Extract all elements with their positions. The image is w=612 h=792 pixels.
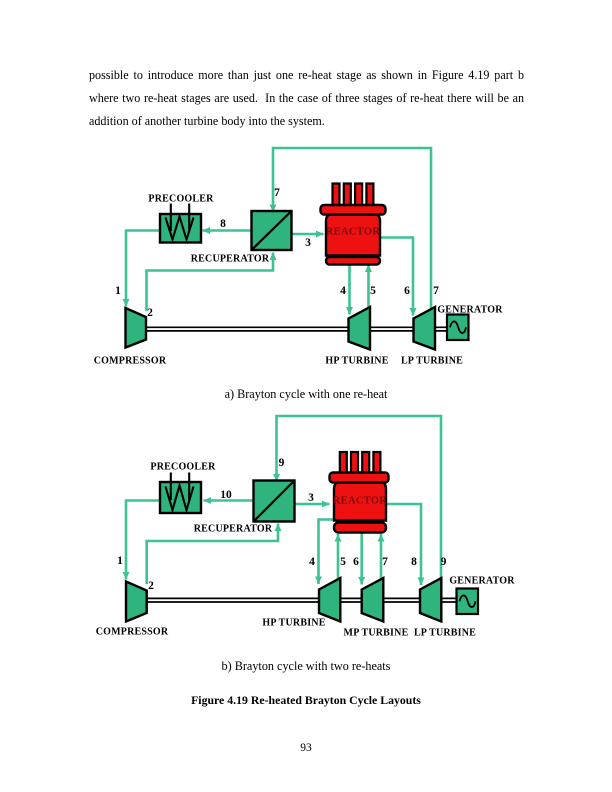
lp-turbine-b-label: LP TURBINE [413, 627, 477, 639]
state-2-a: 2 [147, 307, 153, 319]
diagram-b-graphics [122, 414, 480, 624]
state-10-b: 10 [220, 489, 232, 501]
generator-a-label: GENERATOR [437, 304, 503, 316]
state-7-b: 7 [382, 556, 388, 568]
pipe-precooler-to-compressor-b [122, 499, 161, 580]
hp-turbine-a-shape [347, 304, 372, 352]
state-1-b: 1 [117, 555, 123, 567]
control-rod [338, 450, 348, 476]
state-5-a: 5 [370, 285, 376, 297]
state-9-b-turbine: 9 [440, 556, 447, 568]
state-8-b: 8 [411, 556, 417, 568]
reactor-a [319, 182, 387, 266]
figure-caption: Figure 4.19 Re-heated Brayton Cycle Layo… [191, 693, 421, 707]
paragraph-line: possible to introduce more than just one… [89, 68, 524, 82]
subcaption-b: b) Brayton cycle with two re-heats [221, 659, 391, 673]
reactor-a-label: REACTOR [325, 226, 381, 238]
recuperator-b-diagonal [253, 480, 295, 522]
state-9-b-recuperator: 9 [278, 457, 285, 469]
pipe-precooler-to-compressor-a [122, 229, 161, 307]
reactor-b-bottom-cap [332, 521, 388, 534]
state-7-a-recuperator: 7 [274, 187, 280, 199]
state-1-a: 1 [115, 285, 121, 297]
paragraph-line: where two re-heat stages are used. In th… [89, 91, 524, 106]
state-4-b: 4 [309, 556, 315, 568]
hp-turbine-b-label: HP TURBINE [262, 617, 326, 629]
recuperator-b-label: RECUPERATOR [193, 523, 273, 535]
body-paragraph: possible to introduce more than just one… [89, 64, 524, 134]
reactor-b-label: REACTOR [332, 495, 388, 507]
lp-turbine-a-shape [412, 304, 437, 352]
state-8-a: 8 [220, 218, 226, 230]
pipe-reactor-to-lp-turbine-a [380, 236, 417, 316]
reactor-b [328, 450, 390, 534]
generator-b-label: GENERATOR [449, 575, 515, 587]
mp-turbine-b-label: MP TURBINE [343, 627, 409, 639]
lp-turbine-b-shape [418, 575, 443, 624]
reactor-b-flange [328, 471, 390, 484]
compressor-b-shape [124, 579, 148, 624]
paragraph-line: addition of another turbine body into th… [89, 114, 325, 129]
precooler-b-coil [164, 481, 195, 514]
control-rod [361, 450, 371, 476]
compressor-b-label: COMPRESSOR [95, 626, 169, 638]
recuperator-a-diagonal [251, 211, 292, 250]
precooler-a-label: PRECOOLER [148, 193, 214, 205]
state-7-a-turbine: 7 [433, 285, 439, 297]
state-6-b: 6 [353, 556, 359, 568]
pipe-compressor-to-recuperator-a [145, 252, 277, 311]
generator-a-sine-icon [449, 320, 467, 334]
page-number: 93 [300, 742, 312, 754]
pipe-compressor-to-recuperator-b [145, 523, 282, 584]
control-rod [372, 450, 382, 476]
generator-b-sine-icon [458, 594, 477, 608]
compressor-a-shape [124, 306, 148, 350]
mp-turbine-b-shape [360, 576, 385, 624]
state-6-a: 6 [404, 285, 410, 297]
reactor-a-bottom-cap [324, 255, 382, 266]
compressor-a-label: COMPRESSOR [93, 355, 167, 367]
precooler-a-coil [164, 212, 195, 244]
reactor-a-flange [319, 203, 387, 216]
pipe-lp-to-recuperator-b [273, 414, 443, 578]
state-5-b: 5 [340, 556, 346, 568]
state-3-a: 3 [305, 237, 311, 249]
hp-turbine-a-label: HP TURBINE [325, 355, 389, 367]
hp-turbine-b-shape [317, 575, 342, 624]
precooler-b-label: PRECOOLER [150, 461, 216, 473]
state-4-a: 4 [340, 285, 346, 297]
state-3-b: 3 [308, 492, 314, 504]
state-2-b: 2 [148, 580, 154, 592]
control-rod [349, 450, 360, 476]
pipe-reactor-to-hp-turbine-b [315, 518, 335, 584]
lp-turbine-a-label: LP TURBINE [400, 355, 464, 367]
pipe-lp-to-recuperator-a [269, 146, 433, 309]
recuperator-a-label: RECUPERATOR [190, 253, 270, 265]
diagram-a-graphics [122, 146, 470, 352]
subcaption-a: a) Brayton cycle with one re-heat [224, 387, 388, 401]
pipe-reactor-to-lp-turbine-b [386, 502, 425, 585]
